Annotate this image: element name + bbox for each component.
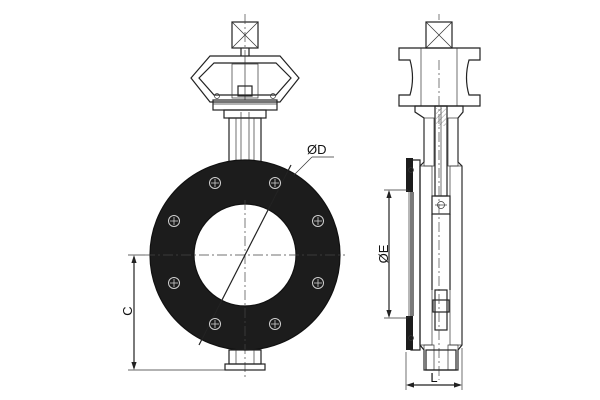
side-view: ØE L [376,14,481,390]
valve-neck-front [212,99,278,163]
top-square-side [425,14,453,49]
bolt-hole [168,277,180,289]
dimension-c: C [120,254,225,371]
bottom-boss-front [224,349,266,371]
body-section-side [414,60,464,380]
dimension-e: ØE [376,189,408,319]
bolt-hole [269,177,281,189]
bolt-hole [209,318,221,330]
front-view: C ØD [120,14,345,380]
seat-face-side [406,158,421,351]
bolt-hole [209,177,221,189]
disc-diameter-line [198,164,292,346]
gear-frame-front [190,55,300,103]
bolt-hole [312,215,324,227]
bolt-hole [269,318,281,330]
bolt-holes [168,177,324,330]
bolt-hole [312,277,324,289]
mounting-pad-side [398,47,481,107]
dimension-d: ØD [293,142,334,176]
label-l: L [430,370,437,385]
label-e: ØE [376,244,391,263]
dimension-l: L [405,348,463,390]
label-c: C [120,306,135,315]
bolt-hole [168,215,180,227]
label-d: ØD [307,142,327,157]
